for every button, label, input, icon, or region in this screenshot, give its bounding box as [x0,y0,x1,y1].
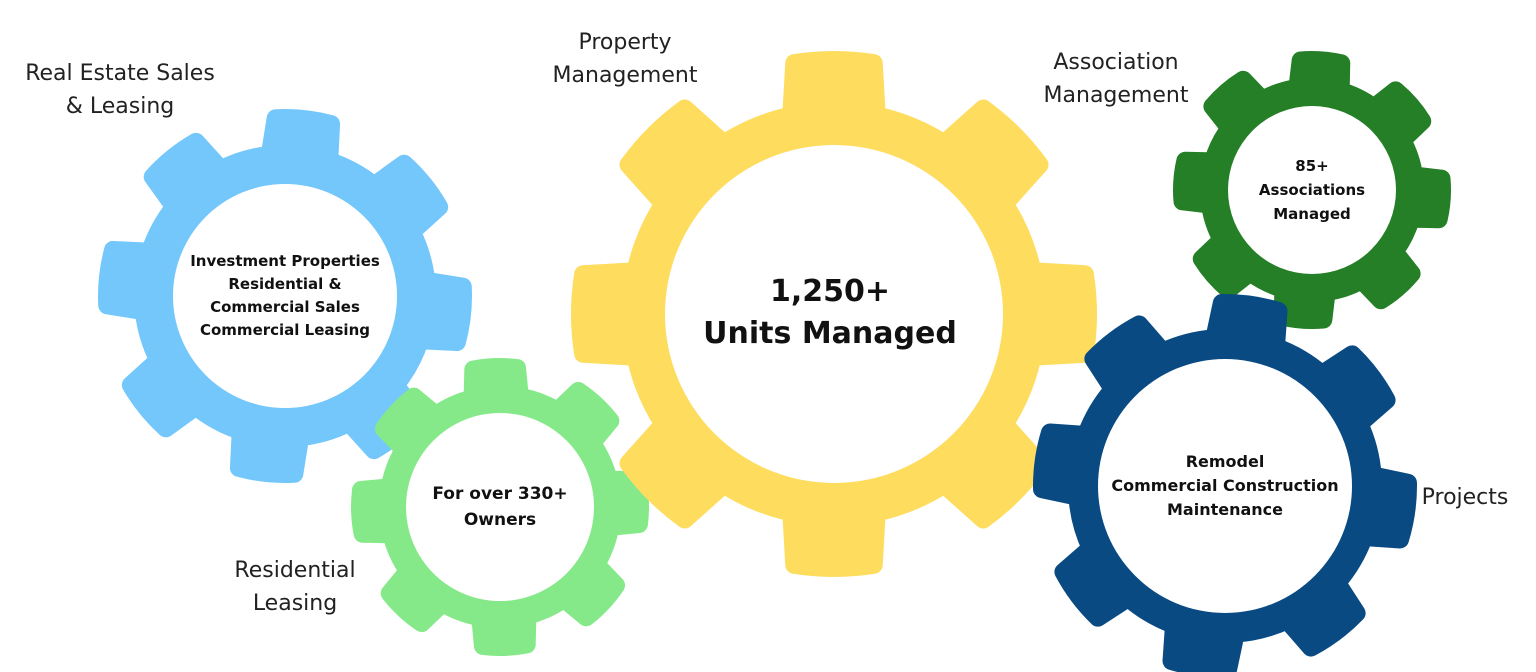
caption-line: & Leasing [65,94,175,119]
gear-text-real-estate: Investment Properties Residential & Comm… [190,250,380,342]
gear-text-property-management: 1,250+ Units Managed [703,271,957,355]
gear-hub-property-management [665,145,1003,483]
gear-text-association-management: 85+ Associations Managed [1259,154,1365,226]
gear-association-management [1173,51,1451,329]
caption-real-estate: Real Estate Sales & Leasing [10,57,230,123]
caption-property-management: Property Management [535,26,715,92]
caption-line: Leasing [252,591,338,616]
caption-projects: Projects [1410,481,1520,514]
gear-real-estate [98,109,472,483]
gear-line: Commercial Construction [1111,476,1339,495]
caption-residential-leasing: Residential Leasing [215,554,375,620]
caption-association-management: Association Management [1026,46,1206,112]
gear-line: Managed [1273,205,1351,223]
caption-line: Projects [1421,485,1509,510]
gear-residential-leasing [351,358,649,656]
caption-line: Residential [234,558,356,583]
gear-line: 1,250+ [769,274,891,309]
gear-hub-association-management [1228,106,1396,274]
gear-hub-real-estate [173,184,397,408]
gear-line: Commercial Sales [210,298,360,316]
gear-hub-projects [1098,359,1352,613]
gear-line: Residential & [228,275,342,293]
gear-text-residential-leasing: For over 330+ Owners [432,481,567,533]
gear-line: Units Managed [703,316,957,351]
caption-line: Management [1043,83,1189,108]
gear-line: Maintenance [1166,500,1283,519]
gear-line: Associations [1258,181,1366,199]
gear-line: Owners [463,510,537,530]
caption-line: Real Estate Sales [25,61,215,86]
gear-line: For over 330+ [432,484,568,504]
caption-line: Property [578,30,672,55]
caption-line: Management [552,63,698,88]
gear-line: Commercial Leasing [199,321,371,339]
gear-projects [1033,294,1417,672]
gear-hub-residential-leasing [406,413,594,601]
gear-text-projects: Remodel Commercial Construction Maintena… [1111,450,1338,522]
gear-line: Investment Properties [190,252,380,270]
gear-line: 85+ [1295,157,1329,175]
gear-line: Remodel [1185,452,1265,471]
gear-property-management [571,51,1097,577]
caption-line: Association [1053,50,1179,75]
